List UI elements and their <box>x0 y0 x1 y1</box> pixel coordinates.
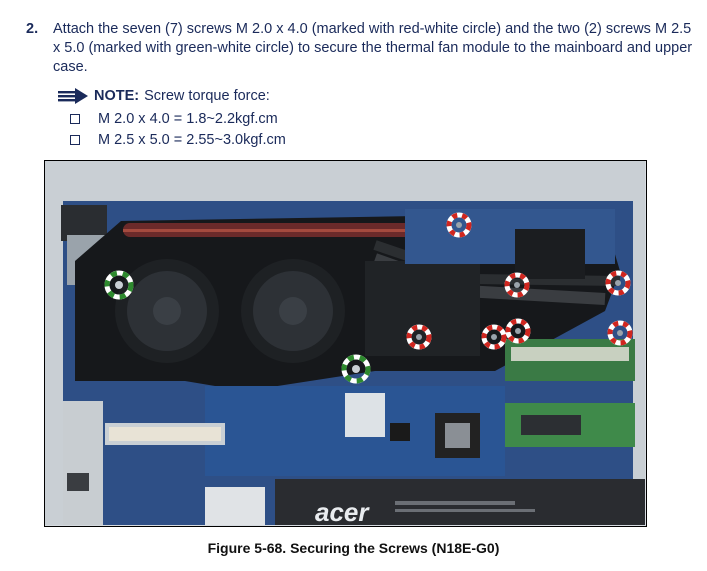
note: NOTE: Screw torque force: <box>58 88 270 104</box>
checkbox-bullet-icon <box>70 114 80 124</box>
laptop-internals-photo: acer <box>45 161 645 525</box>
list-item: M 2.0 x 4.0 = 1.8~2.2kgf.cm <box>70 111 278 127</box>
figure-photo: acer <box>44 160 647 527</box>
note-label: NOTE: <box>94 88 140 104</box>
note-arrow-icon <box>58 88 88 104</box>
note-text: Screw torque force: <box>144 88 270 104</box>
checkbox-bullet-icon <box>70 135 80 145</box>
step-instructions: Attach the seven (7) screws M 2.0 x 4.0 … <box>53 21 693 75</box>
torque-spec-large: M 2.5 x 5.0 = 2.55~3.0kgf.cm <box>98 132 286 148</box>
acer-logo: acer <box>315 497 370 525</box>
list-item: M 2.5 x 5.0 = 2.55~3.0kgf.cm <box>70 132 286 148</box>
green-screw-markers <box>104 270 371 384</box>
figure-caption: Figure 5-68. Securing the Screws (N18E-G… <box>207 540 500 556</box>
red-screw-markers <box>406 212 633 350</box>
step-number: 2. <box>26 21 39 37</box>
torque-spec-small: M 2.0 x 4.0 = 1.8~2.2kgf.cm <box>98 111 278 127</box>
